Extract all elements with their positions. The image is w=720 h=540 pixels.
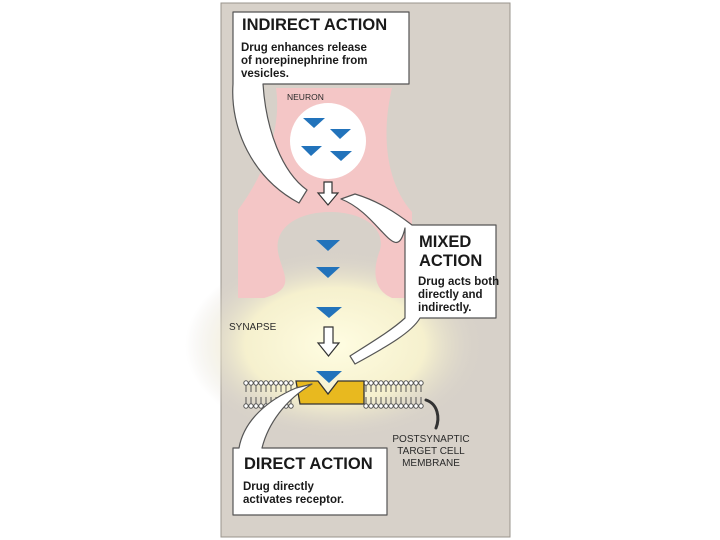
transmitter-molecule <box>316 240 340 251</box>
mixed-action-callout: MIXED ACTION Drug acts both directly and… <box>418 233 499 314</box>
mixed-action-line-3: indirectly. <box>418 302 471 314</box>
indirect-action-callout-shape <box>232 11 410 204</box>
indirect-action-line-2: of norepinephrine from <box>241 55 368 67</box>
vesicle-transmitters <box>301 118 352 161</box>
direct-action-title: DIRECT ACTION <box>244 455 373 473</box>
indirect-action-title: INDIRECT ACTION <box>242 16 387 34</box>
synapse-label: SYNAPSE <box>229 322 277 333</box>
mixed-action-callout-shape <box>340 193 497 365</box>
membrane-label-line-1: POSTSYNAPTIC <box>392 434 469 445</box>
transmitter-molecule <box>316 307 342 318</box>
transmitter-molecule <box>330 151 352 161</box>
transmitter-molecule <box>330 129 351 139</box>
membrane-label-line-2: TARGET CELL <box>397 446 465 457</box>
indirect-action-line-3: vesicles. <box>241 68 289 80</box>
mixed-action-line-2: directly and <box>418 289 483 301</box>
transmitter-molecule <box>303 118 325 128</box>
postsynaptic-membrane <box>243 380 424 409</box>
direct-action-line-1: Drug directly <box>243 481 315 493</box>
released-transmitters <box>316 240 342 383</box>
membrane-label-line-3: MEMBRANE <box>402 458 460 469</box>
direct-action-callout-shape <box>232 383 388 516</box>
transmitter-molecule <box>316 371 342 383</box>
mixed-action-title-1: MIXED <box>419 233 471 251</box>
neuron-label: NEURON <box>287 92 324 102</box>
indirect-action-line-1: Drug enhances release <box>241 42 367 54</box>
release-arrow-lower <box>316 326 341 357</box>
direct-action-callout: DIRECT ACTION Drug directly activates re… <box>243 455 373 506</box>
receptor <box>295 380 365 405</box>
indirect-action-callout: INDIRECT ACTION Drug enhances release of… <box>241 16 387 80</box>
release-arrow-upper <box>316 181 340 206</box>
transmitter-molecule <box>316 267 340 278</box>
direct-action-line-2: activates receptor. <box>243 494 344 506</box>
mixed-action-line-1: Drug acts both <box>418 276 499 288</box>
membrane-label: POSTSYNAPTIC TARGET CELL MEMBRANE <box>392 434 469 469</box>
mixed-action-title-2: ACTION <box>419 252 482 270</box>
transmitter-molecule <box>301 146 322 156</box>
vesicle <box>290 103 366 179</box>
membrane-pointer <box>424 398 440 430</box>
